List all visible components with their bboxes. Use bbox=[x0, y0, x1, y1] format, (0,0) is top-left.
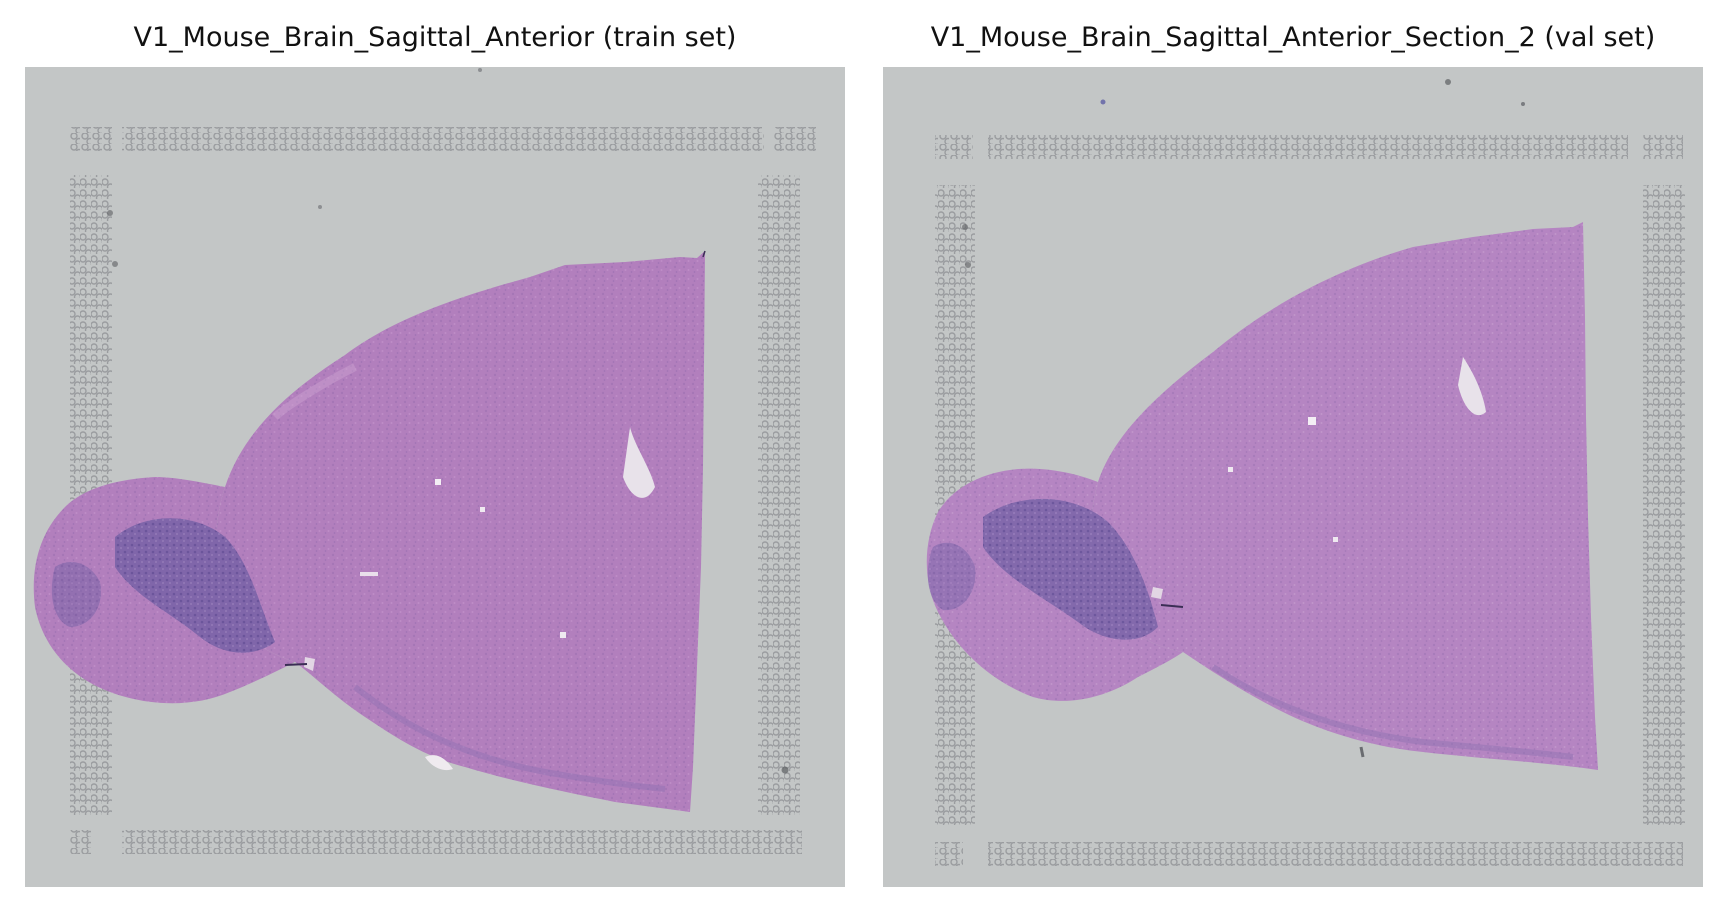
val-tissue-image bbox=[883, 67, 1703, 887]
brain-tissue-section bbox=[926, 222, 1598, 770]
left-panel-title: V1_Mouse_Brain_Sagittal_Anterior (train … bbox=[133, 22, 737, 53]
cerebrum bbox=[1091, 222, 1598, 770]
right-panel-title: V1_Mouse_Brain_Sagittal_Anterior_Section… bbox=[930, 22, 1656, 53]
dense-cell-layer bbox=[983, 498, 1158, 640]
fiducial-frame bbox=[935, 135, 1685, 866]
train-tissue-image bbox=[25, 67, 845, 887]
cerebrum bbox=[215, 251, 705, 812]
dense-cell-layer bbox=[115, 518, 275, 653]
brain-tissue-section bbox=[33, 250, 706, 812]
